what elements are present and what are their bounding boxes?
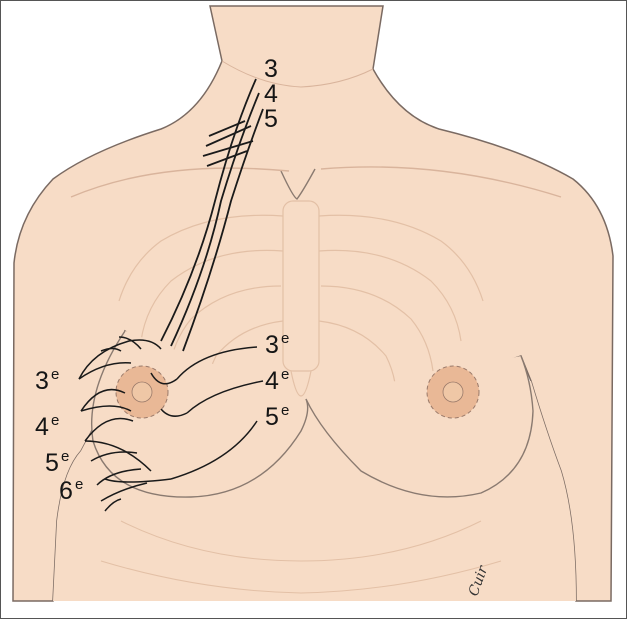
intercostal-left-4-sup: e bbox=[51, 412, 59, 429]
intercostal-right-5-sup: e bbox=[281, 402, 289, 419]
intercostal-right-3: 3 bbox=[265, 331, 279, 359]
left-areola bbox=[427, 366, 479, 418]
cervical-label-4: 4 bbox=[264, 80, 278, 108]
intercostal-left-5: 5 bbox=[45, 449, 59, 477]
cervical-label-3: 3 bbox=[264, 55, 278, 83]
intercostal-left-6: 6 bbox=[59, 477, 73, 505]
intercostal-left-6-sup: e bbox=[75, 476, 83, 493]
cervical-label-5: 5 bbox=[264, 105, 278, 133]
intercostal-left-3-sup: e bbox=[51, 366, 59, 383]
intercostal-right-5: 5 bbox=[265, 403, 279, 431]
intercostal-right-3-sup: e bbox=[281, 330, 289, 347]
intercostal-left-3: 3 bbox=[35, 367, 49, 395]
intercostal-left-4: 4 bbox=[35, 413, 49, 441]
intercostal-right-4-sup: e bbox=[281, 366, 289, 383]
intercostal-right-4: 4 bbox=[265, 367, 279, 395]
intercostal-left-5-sup: e bbox=[61, 448, 69, 465]
